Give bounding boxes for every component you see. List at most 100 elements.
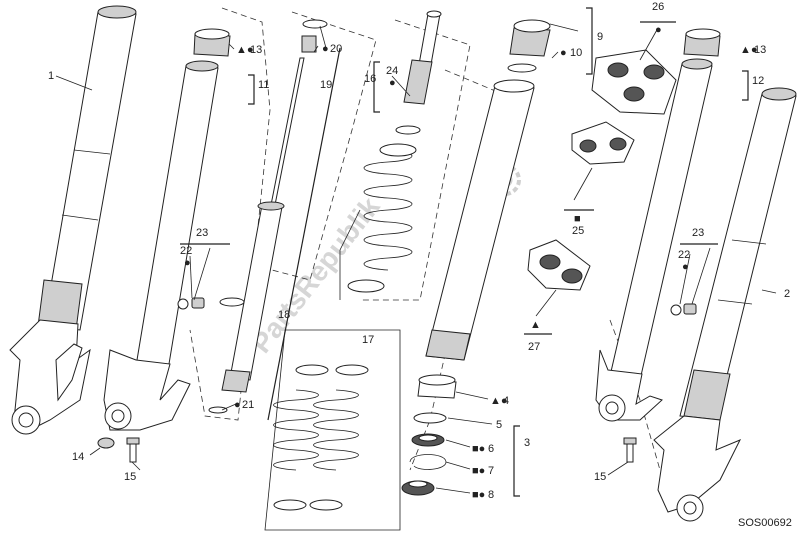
callout-16: 16	[364, 73, 376, 85]
adjuster-nut-19	[301, 35, 317, 53]
callout-8: ■●8	[472, 489, 494, 501]
svg-text:●: ●	[184, 257, 191, 269]
callout-15-left: 15	[124, 471, 136, 483]
callout-2: 2	[784, 288, 790, 300]
oil-seal-6	[411, 433, 445, 447]
callout-11: 11	[258, 79, 269, 91]
callout-22-right: 22●	[678, 249, 690, 273]
svg-text:▲●: ▲●	[740, 44, 758, 56]
bleed-screw-right	[670, 303, 697, 316]
callout-19: 19	[320, 79, 332, 91]
callout-9: 9	[597, 31, 603, 43]
callout-13-right: ▲●13	[740, 44, 766, 56]
clamp-25	[571, 121, 635, 165]
callout-21: ●21	[234, 399, 254, 411]
callout-27: ▲ 27	[528, 319, 541, 353]
circlip-7	[409, 454, 447, 470]
fork-spring-main	[339, 143, 417, 300]
svg-text:■●: ■●	[472, 443, 485, 455]
svg-text:4: 4	[503, 395, 509, 407]
svg-text:■●: ■●	[472, 489, 485, 501]
cartridge-piston	[395, 10, 442, 135]
callout-3: 3	[524, 437, 530, 449]
bushing-4	[417, 374, 457, 399]
svg-text:3: 3	[524, 437, 530, 449]
fork-foot-left	[9, 319, 91, 435]
callout-7: ■●7	[472, 465, 494, 477]
o-ring-20	[302, 19, 328, 29]
callout-23-left: 23	[196, 227, 208, 239]
upper-clamp-26	[591, 49, 677, 115]
svg-text:14: 14	[72, 451, 84, 463]
clamp-27	[527, 239, 591, 291]
bleed-screw-left	[177, 297, 205, 310]
callout-17: 17	[362, 334, 374, 346]
callout-13-left: ▲●13	[236, 44, 262, 56]
svg-text:15: 15	[594, 471, 606, 483]
svg-text:▲●: ▲●	[490, 395, 508, 407]
leader-lines	[55, 23, 777, 494]
svg-text:23: 23	[196, 227, 208, 239]
svg-text:8: 8	[488, 489, 494, 501]
callout-12: 12	[752, 75, 764, 87]
svg-text:26: 26	[652, 1, 664, 13]
svg-text:21: 21	[242, 399, 254, 411]
inner-fork-tube-right	[595, 58, 713, 422]
svg-text:27: 27	[528, 341, 540, 353]
svg-text:■: ■	[574, 213, 581, 225]
brackets	[180, 7, 749, 497]
callout-22-left: 22●	[180, 245, 192, 269]
callout-14: 14	[72, 451, 84, 463]
callout-15-right: 15	[594, 471, 606, 483]
bolt-15-left	[126, 437, 140, 463]
svg-text:23: 23	[692, 227, 704, 239]
svg-text:18: 18	[278, 309, 290, 321]
washer-14	[97, 437, 115, 449]
inner-fork-tube-middle	[425, 79, 535, 361]
svg-text:17: 17	[362, 334, 374, 346]
svg-text:9: 9	[597, 31, 603, 43]
svg-text:1: 1	[48, 70, 54, 82]
svg-text:24: 24	[386, 65, 398, 77]
svg-text:7: 7	[488, 465, 494, 477]
diagram-code: SOS00692	[738, 517, 792, 529]
svg-text:●: ●	[560, 47, 567, 59]
washer-5	[413, 412, 447, 424]
outer-fork-tube-right	[653, 87, 797, 522]
svg-text:20: 20	[330, 43, 342, 55]
svg-text:5: 5	[496, 419, 502, 431]
svg-text:●: ●	[234, 399, 241, 411]
callout-26: 26 ●	[652, 1, 664, 36]
svg-text:●: ●	[322, 43, 329, 55]
svg-text:6: 6	[488, 443, 494, 455]
fork-cap-left	[193, 28, 231, 57]
svg-text:10: 10	[570, 47, 582, 59]
svg-text:■●: ■●	[472, 465, 485, 477]
svg-text:●: ●	[389, 77, 396, 89]
svg-text:22: 22	[678, 249, 690, 261]
callout-6: ■●6	[472, 443, 494, 455]
svg-text:●: ●	[655, 24, 662, 36]
callout-18: 18	[278, 309, 290, 321]
outer-fork-tube-left	[37, 5, 137, 331]
svg-text:▲: ▲	[530, 319, 541, 331]
dust-seal-8	[401, 480, 435, 496]
svg-text:2: 2	[784, 288, 790, 300]
o-ring-21	[208, 406, 228, 414]
inner-fork-tube-left	[103, 60, 219, 431]
svg-text:15: 15	[124, 471, 136, 483]
svg-text:12: 12	[752, 75, 764, 87]
callout-24: 24●	[386, 65, 398, 89]
callout-labels: 1 2 3 ▲●4 5 ■●6 ■●7 ■●8 9 ●10 11 12 ▲●13…	[48, 1, 790, 501]
damper-rod	[219, 57, 305, 393]
callout-25: ■25	[572, 213, 584, 237]
top-cap-assembly	[507, 19, 551, 73]
svg-text:●: ●	[682, 261, 689, 273]
callout-23-right: 23	[692, 227, 704, 239]
callout-4: ▲●4	[490, 395, 509, 407]
callout-1: 1	[48, 70, 54, 82]
callout-10: ●10	[560, 47, 582, 59]
callout-20: ●20	[322, 43, 342, 55]
svg-text:16: 16	[364, 73, 376, 85]
